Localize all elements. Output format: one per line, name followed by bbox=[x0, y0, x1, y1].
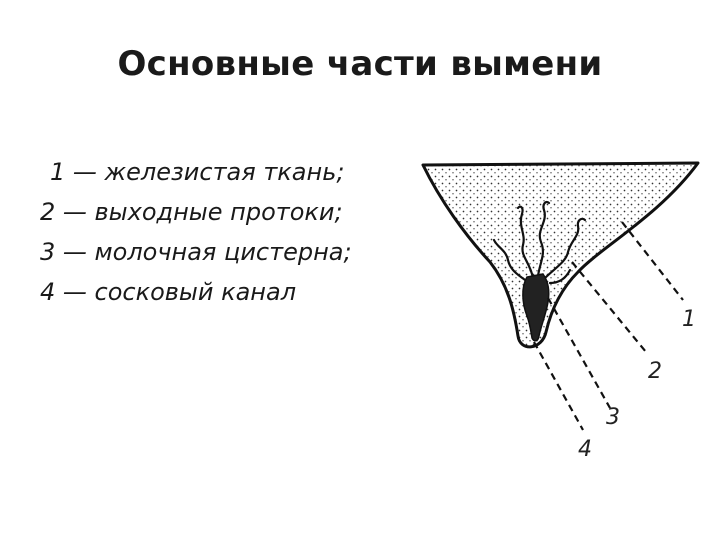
legend-item-1: 1 — железистая ткань; bbox=[50, 158, 345, 186]
legend-item-3: 3 — молочная цистерна; bbox=[40, 238, 352, 266]
leader-lines bbox=[533, 221, 684, 431]
callout-3: 3 bbox=[606, 405, 620, 430]
milk-ducts bbox=[492, 200, 587, 285]
legend-list: 1 — железистая ткань; 2 — выходные прото… bbox=[40, 152, 352, 312]
milk-cistern bbox=[522, 273, 550, 342]
callout-4: 4 bbox=[578, 437, 592, 462]
legend-item-2: 2 — выходные протоки; bbox=[40, 198, 343, 226]
callout-1: 1 bbox=[682, 307, 696, 332]
slide-title: Основные части вымени bbox=[117, 44, 603, 84]
callout-2: 2 bbox=[648, 359, 662, 384]
legend-item-4: 4 — сосковый канал bbox=[40, 278, 297, 306]
